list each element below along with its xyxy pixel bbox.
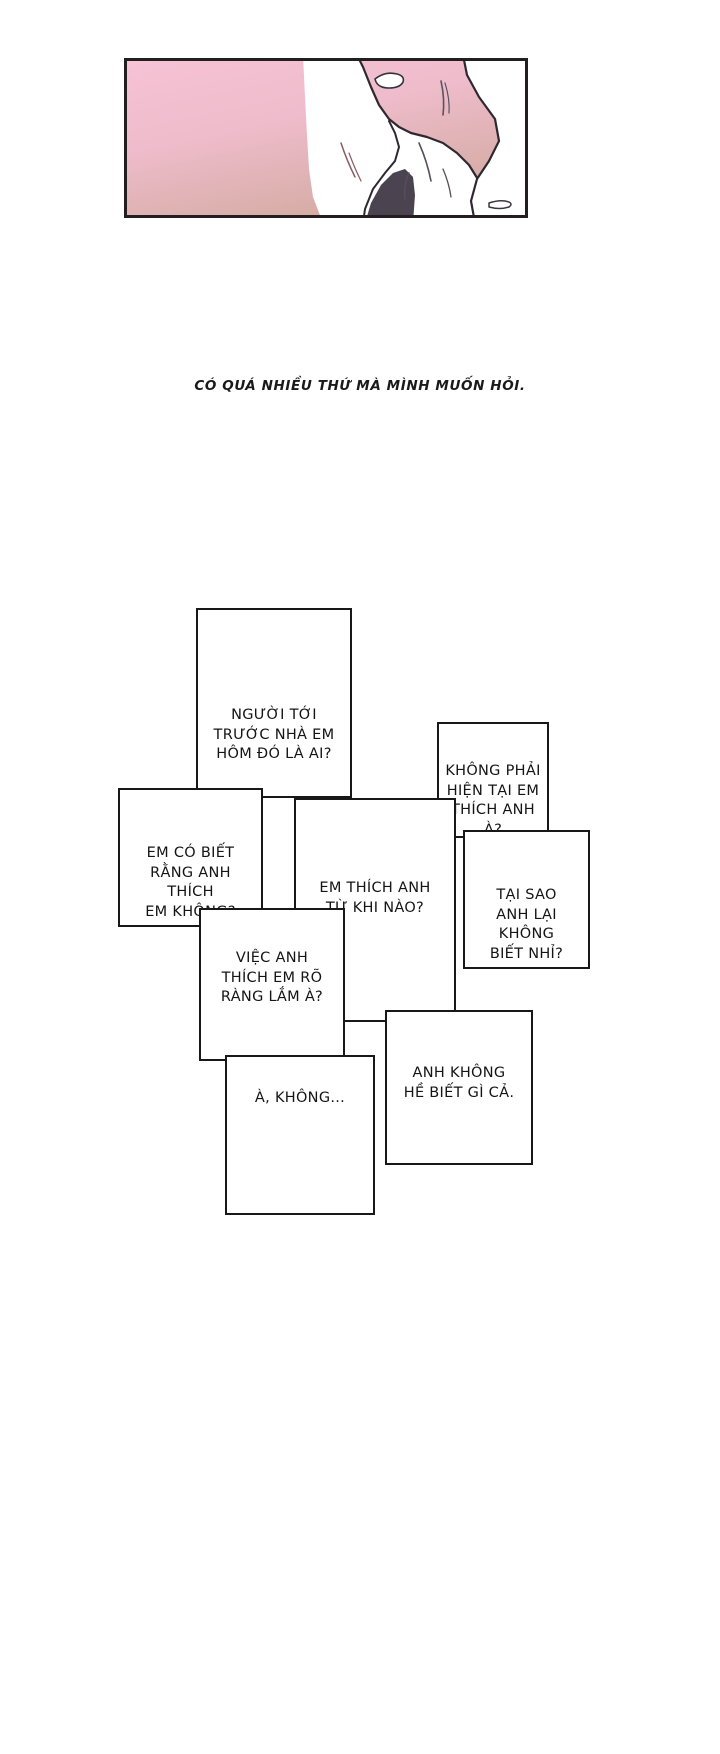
dialogue-text: NGƯỜI TỚI TRƯỚC NHÀ EM HÔM ĐÓ LÀ AI? <box>213 707 335 763</box>
dialogue-box: ANH KHÔNG HỀ BIẾT GÌ CẢ. <box>385 1010 533 1165</box>
dialogue-box: EM CÓ BIẾT RẰNG ANH THÍCH EM KHÔNG? <box>118 788 263 927</box>
dialogue-box: À, KHÔNG... <box>225 1055 375 1215</box>
dialogue-text: VIỆC ANH THÍCH EM RÕ RÀNG LẮM À? <box>220 950 324 1006</box>
dialogue-box: VIỆC ANH THÍCH EM RÕ RÀNG LẮM À? <box>199 908 345 1061</box>
neck-closeup-illustration <box>127 61 525 215</box>
dialogue-box: TẠI SAO ANH LẠI KHÔNG BIẾT NHỈ? <box>463 830 590 969</box>
dialogue-text: EM THÍCH ANH TỪ KHI NÀO? <box>319 880 431 916</box>
panel-artwork <box>127 61 525 215</box>
dialogue-text: KHÔNG PHẢI HIỆN TẠI EM THÍCH ANH À? <box>445 763 541 838</box>
narration-caption: CÓ QUÁ NHIỀU THỨ MÀ MÌNH MUỐN HỎI. <box>194 378 526 394</box>
comic-panel <box>124 58 528 218</box>
dialogue-text: TẠI SAO ANH LẠI KHÔNG BIẾT NHỈ? <box>489 887 564 962</box>
dialogue-text: À, KHÔNG... <box>254 1090 346 1106</box>
dialogue-box: NGƯỜI TỚI TRƯỚC NHÀ EM HÔM ĐÓ LÀ AI? <box>196 608 352 798</box>
dialogue-text: ANH KHÔNG HỀ BIẾT GÌ CẢ. <box>403 1065 515 1101</box>
